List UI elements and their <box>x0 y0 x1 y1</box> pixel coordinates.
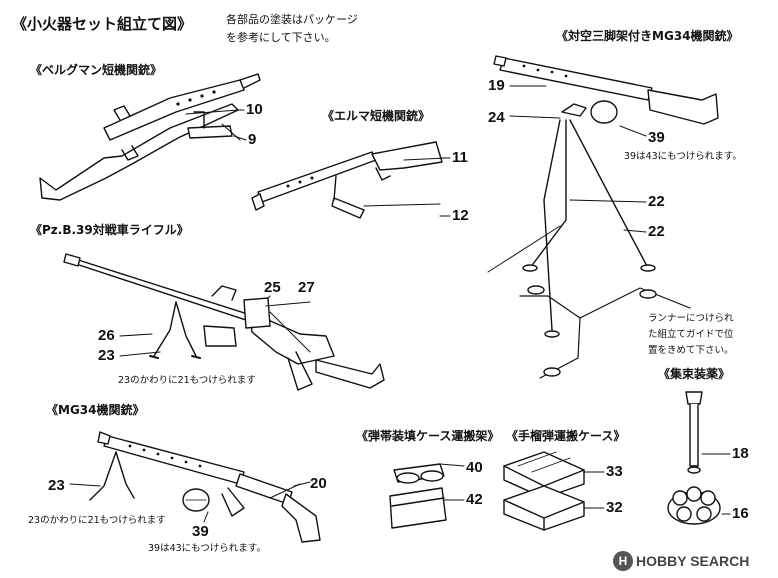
note-alt-21-mg34: 23のかわりに21もつけられます <box>28 515 166 526</box>
section-title-bundle-charge: 《集束装薬》 <box>658 367 731 381</box>
section-title-erma: 《エルマ短機関銃》 <box>322 109 431 123</box>
note-alt-43-mg34: 39は43にもつけられます。 <box>148 543 266 554</box>
grenade-case-drawing <box>503 451 585 531</box>
part-number-23b: 23 <box>48 477 65 494</box>
note-runner-line2: た組立てガイドで位 <box>648 329 734 340</box>
part-number-19: 19 <box>488 77 505 94</box>
ammo-carrier-drawing <box>389 463 447 529</box>
part-number-40: 40 <box>466 459 483 476</box>
part-number-26: 26 <box>98 327 115 344</box>
section-title-mg34: 《MG34機関銃》 <box>46 403 145 417</box>
bundle-charge-drawing <box>667 391 721 525</box>
paint-note-line2: を参考にして下さい。 <box>226 31 336 44</box>
section-title-pzb39: 《Pz.B.39対戦車ライフル》 <box>30 223 189 237</box>
part-number-22a: 22 <box>648 193 665 210</box>
pzb39-rifle-drawing <box>63 253 385 391</box>
note-alt-21-pzb: 23のかわりに21もつけられます <box>118 375 256 386</box>
part-number-22b: 22 <box>648 223 665 240</box>
part-number-16: 16 <box>732 505 749 522</box>
part-number-24: 24 <box>488 109 505 126</box>
part-number-39b: 39 <box>192 523 209 540</box>
section-title-grenade-case: 《手榴弾運搬ケース》 <box>506 429 626 443</box>
watermark-text: HOBBY SEARCH <box>636 553 750 569</box>
leader-lines <box>69 85 731 523</box>
note-runner-line1: ランナーにつけられ <box>648 313 734 324</box>
paint-note-line1: 各部品の塗装はパッケージ <box>226 13 358 26</box>
hobby-search-logo-icon: H <box>613 551 633 571</box>
note-runner-line3: 置をきめて下さい。 <box>648 345 734 356</box>
part-number-25: 25 <box>264 279 281 296</box>
section-title-ammo-carrier: 《弾帯装填ケース運搬架》 <box>356 429 500 443</box>
part-number-20: 20 <box>310 475 327 492</box>
mg34-drawing <box>89 431 321 543</box>
part-number-9: 9 <box>248 131 257 148</box>
part-number-10: 10 <box>246 101 263 118</box>
part-number-12: 12 <box>452 207 469 224</box>
part-number-42: 42 <box>466 491 483 508</box>
part-number-27: 27 <box>298 279 315 296</box>
part-number-11: 11 <box>452 149 468 166</box>
part-number-32: 32 <box>606 499 623 516</box>
mg34-tripod-drawing <box>487 55 719 379</box>
part-number-23a: 23 <box>98 347 115 364</box>
sheet-title: 《小火器セット組立て図》 <box>12 15 193 33</box>
section-title-bergmann: 《ベルグマン短機関銃》 <box>30 63 163 77</box>
erma-smg-drawing <box>251 141 447 219</box>
section-title-mg34-tripod: 《対空三脚架付きMG34機関銃》 <box>556 29 739 43</box>
part-number-18: 18 <box>732 445 749 462</box>
note-alt-43-tripod: 39は43にもつけられます。 <box>624 151 742 162</box>
part-number-33: 33 <box>606 463 623 480</box>
bergmann-smg-drawing <box>39 73 261 201</box>
part-number-39a: 39 <box>648 129 665 146</box>
